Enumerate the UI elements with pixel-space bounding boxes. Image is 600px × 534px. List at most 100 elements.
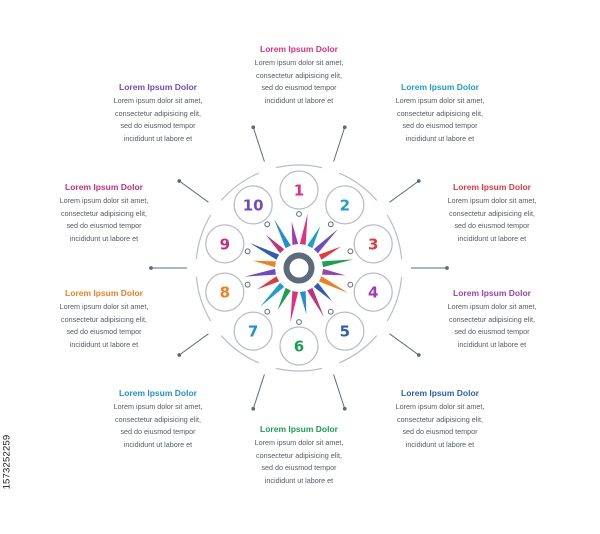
step-number-6: 6 <box>294 338 304 356</box>
card-body: Lorem ipsum dolor sit amet,consectetur a… <box>237 437 361 487</box>
connector-dot <box>177 353 182 357</box>
connector-dot <box>416 179 421 183</box>
card-body: Lorem ipsum dolor sit amet,consectetur a… <box>430 301 554 351</box>
step-number-3: 3 <box>368 235 378 253</box>
card-body: Lorem ipsum dolor sit amet,consectetur a… <box>378 401 502 451</box>
card-title: Lorem Ipsum Dolor <box>65 182 143 192</box>
card-body-line: sed do eiusmod tempor <box>120 121 196 130</box>
arc-segment <box>220 172 259 201</box>
step-circle-7 <box>233 311 273 351</box>
connector-line <box>252 127 265 162</box>
outer-arc-segments <box>195 164 403 372</box>
connector-line <box>333 127 346 162</box>
connector-dot <box>342 125 347 130</box>
card-title: Lorem Ipsum Dolor <box>453 288 531 298</box>
connector-dot <box>251 125 256 130</box>
card-body-line: Lorem ipsum dolor sit amet, <box>59 196 149 205</box>
inner-dot <box>347 281 354 288</box>
inner-dot <box>327 308 334 315</box>
star-spike <box>307 287 324 318</box>
card-body-line: consectetur adipisicing elit, <box>397 108 483 118</box>
card-body-line: Lorem ipsum dolor sit amet, <box>447 196 537 205</box>
step-number-4: 4 <box>368 284 378 302</box>
card-body-line: incididunt ut labore et <box>69 233 139 243</box>
step-circle-4 <box>353 272 393 312</box>
card-body-line: consectetur adipisicing elit, <box>115 414 201 424</box>
card-body-line: incididunt ut labore et <box>405 133 475 143</box>
star-spike <box>265 234 285 254</box>
star-spike <box>249 243 280 260</box>
step-circle-5 <box>325 311 365 351</box>
connector-line <box>252 374 265 409</box>
card-body-line: sed do eiusmod tempor <box>402 427 478 436</box>
card-body: Lorem ipsum dolor sit amet,consectetur a… <box>237 57 361 107</box>
center-star-spikes <box>244 213 354 323</box>
step-number-7: 7 <box>248 323 258 341</box>
arc-segment <box>275 367 323 372</box>
step-circle-2 <box>325 185 365 225</box>
card-body-line: consectetur adipisicing elit, <box>61 314 147 324</box>
star-spike <box>299 213 308 245</box>
card-body-line: incididunt ut labore et <box>264 95 334 105</box>
card-body-line: sed do eiusmod tempor <box>261 463 337 472</box>
card-body-line: incididunt ut labore et <box>405 439 475 449</box>
card-body: Lorem ipsum dolor sit amet, consectetur a… <box>378 95 502 145</box>
card-title: Lorem Ipsum Dolor <box>401 82 479 92</box>
card-title: Lorem Ipsum Dolor <box>119 82 197 92</box>
card-body-line: incididunt ut labore et <box>457 233 527 243</box>
card-body-line: consectetur adipisicing elit, <box>449 314 535 324</box>
card-body-line: Lorem ipsum dolor sit amet, <box>395 402 485 411</box>
card-title: Lorem Ipsum Dolor <box>401 388 479 398</box>
card-body: Lorem ipsum dolor sit amet,consectetur a… <box>96 95 220 145</box>
card-title: Lorem Ipsum Dolor <box>65 288 143 298</box>
inner-dot <box>244 248 251 255</box>
arc-segment <box>195 276 212 322</box>
card-title: Lorem Ipsum Dolor <box>119 388 197 398</box>
star-spike <box>322 259 354 268</box>
card-body-line: sed do eiusmod tempor <box>120 427 196 436</box>
arc-segment <box>339 172 378 201</box>
inner-dot <box>264 221 271 228</box>
step-circle-10 <box>233 185 273 225</box>
arc-segment <box>339 335 378 364</box>
card-body: Lorem ipsum dolor sit amet,consectetur a… <box>430 195 554 245</box>
step-number-5: 5 <box>340 323 350 341</box>
card-body-line: consectetur adipisicing elit, <box>256 450 342 460</box>
step-circle-6 <box>279 326 319 366</box>
star-spike <box>277 287 291 310</box>
star-spike <box>260 282 285 307</box>
step-circle-1 <box>279 170 319 210</box>
star-spike <box>299 291 307 315</box>
step-circle-8 <box>205 272 245 312</box>
card-body-line: sed do eiusmod tempor <box>66 327 142 336</box>
card-body-line: consectetur adipisicing elit, <box>115 108 201 118</box>
inner-dot <box>347 248 354 255</box>
star-spike <box>274 218 291 249</box>
arc-segment <box>220 335 259 364</box>
arc-segment <box>195 214 212 260</box>
step-circle-9 <box>205 224 245 264</box>
card-body-line: Lorem ipsum dolor sit amet, <box>113 402 203 411</box>
card-body-line: incididunt ut labore et <box>123 439 193 449</box>
step-number-2: 2 <box>340 196 350 214</box>
card-title: Lorem Ipsum Dolor <box>453 182 531 192</box>
step-number-1: 1 <box>294 182 304 200</box>
card-body-line: incididunt ut labore et <box>123 133 193 143</box>
card-body-line: Lorem ipsum dolor sit amet, <box>395 96 485 105</box>
connector-dot <box>342 406 347 411</box>
card-body-line: incididunt ut labore et <box>69 339 139 349</box>
card-body-line: sed do eiusmod tempor <box>454 327 530 336</box>
star-spike <box>291 221 299 245</box>
card-body-line: Lorem ipsum dolor sit amet, <box>254 58 344 67</box>
connector-line <box>389 180 420 203</box>
star-spike <box>313 282 333 302</box>
star-spike <box>318 276 349 293</box>
inner-dot <box>327 221 334 228</box>
